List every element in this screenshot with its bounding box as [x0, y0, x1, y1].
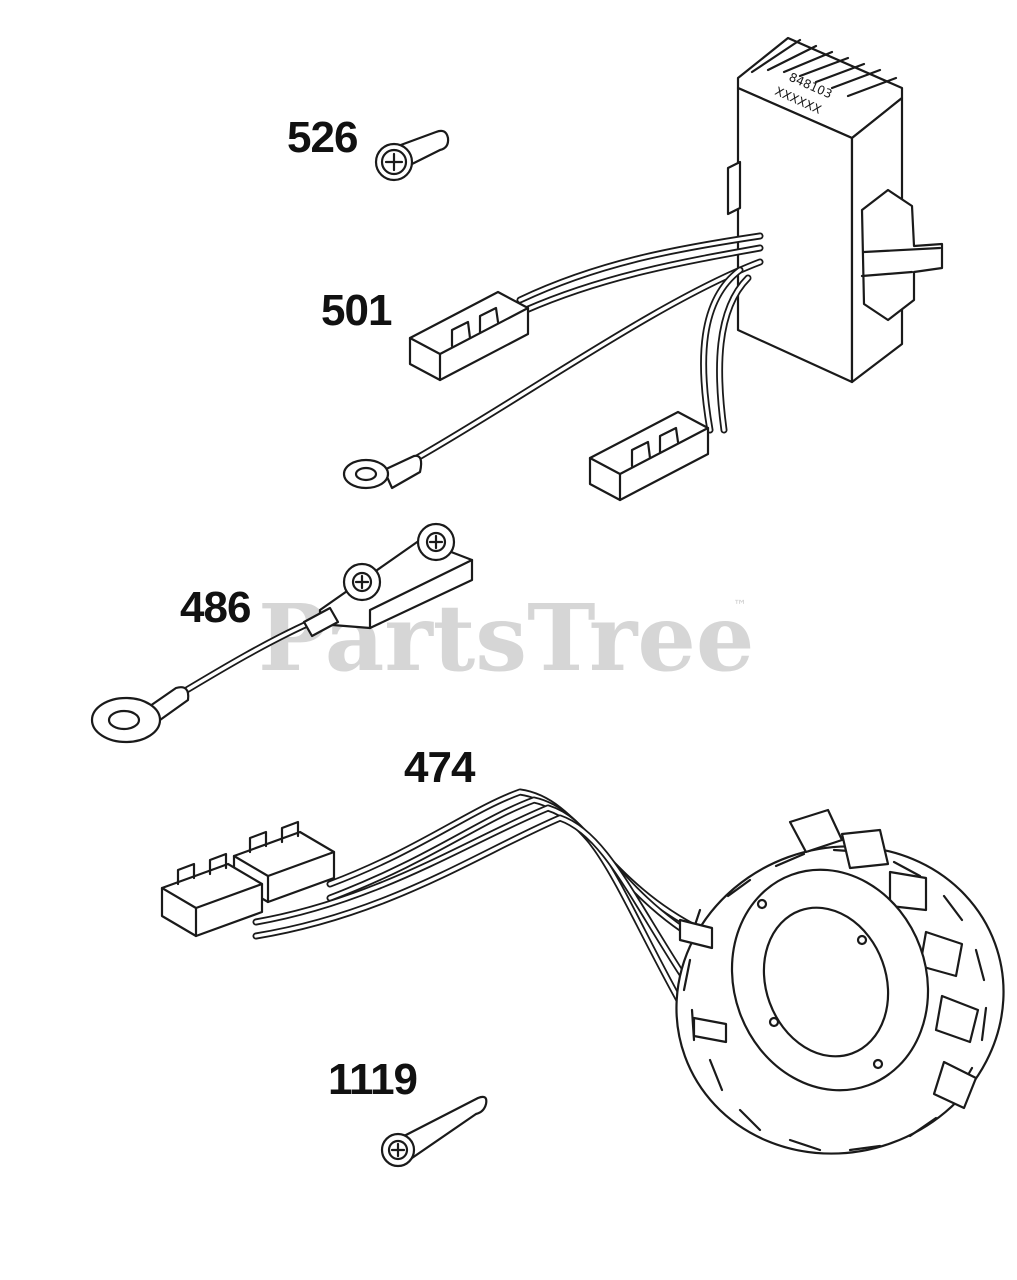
callout-501[interactable]: 501: [321, 286, 392, 335]
callout-526[interactable]: 526: [287, 113, 358, 162]
ring-terminal-501[interactable]: [342, 454, 423, 490]
screw-526[interactable]: [374, 129, 450, 182]
connector-501-lower[interactable]: [588, 410, 710, 502]
callout-474[interactable]: 474: [404, 743, 475, 792]
ground-strap-486[interactable]: [90, 522, 474, 744]
screw-1119[interactable]: [380, 1095, 488, 1168]
callout-486[interactable]: 486: [180, 583, 251, 632]
regulator-module-501[interactable]: 848103 XXXXXX: [726, 36, 944, 384]
callout-1119[interactable]: 1119: [328, 1055, 418, 1104]
stator-wires: [252, 788, 724, 1034]
trademark-symbol: ™: [733, 598, 747, 614]
regulator-harness-wires: [406, 232, 764, 466]
connector-501-upper[interactable]: [408, 290, 530, 382]
stator-474[interactable]: [160, 788, 1017, 1199]
stator-coils: [682, 808, 988, 1152]
